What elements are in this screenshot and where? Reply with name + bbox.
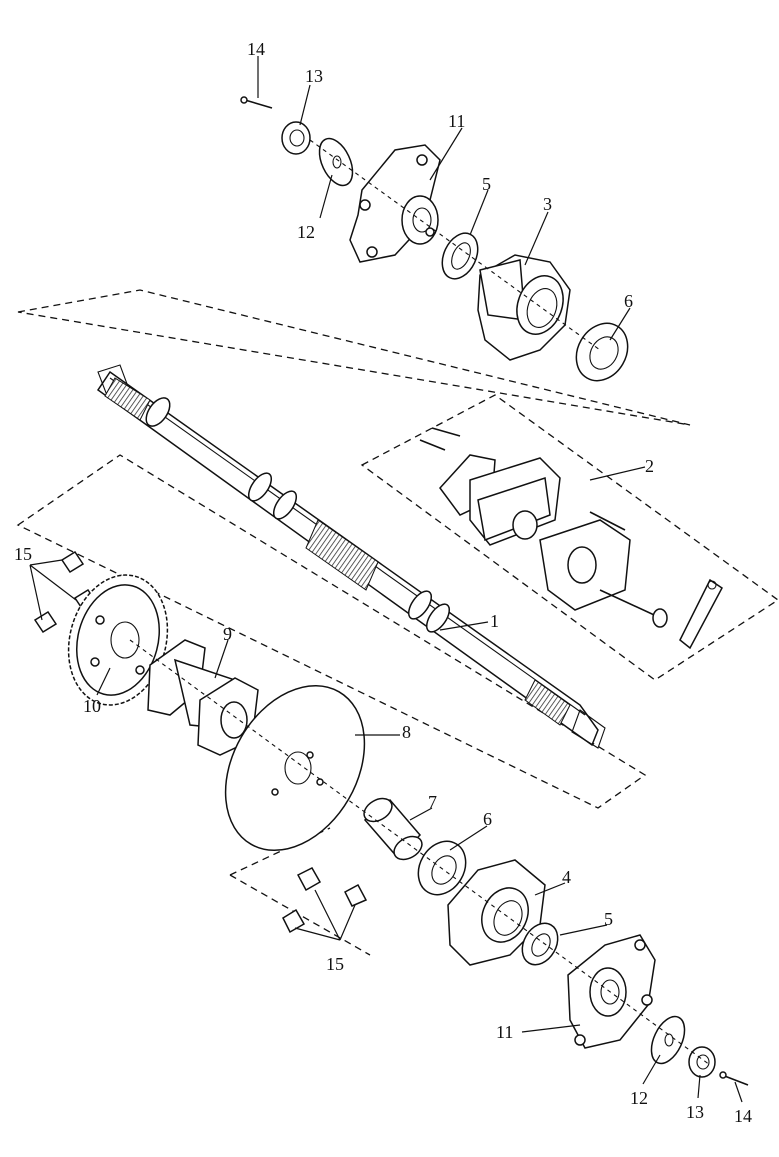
- washer-lower: [650, 1015, 686, 1065]
- oil-seal-top: [441, 232, 479, 280]
- callout-7: 7: [428, 792, 437, 812]
- wheel-hub-top: [349, 144, 441, 263]
- callout-11-lower: 11: [496, 1022, 513, 1042]
- axle-shaft: [96, 364, 606, 749]
- callout-4: 4: [562, 867, 571, 887]
- brake-disc: [224, 684, 366, 852]
- callout-8: 8: [402, 722, 411, 742]
- wheel-hub-lower: [567, 934, 656, 1049]
- callout-12-lower: 12: [630, 1088, 648, 1108]
- callout-5-top: 5: [482, 174, 491, 194]
- callout-2: 2: [645, 456, 654, 476]
- spacer-sleeve: [363, 797, 423, 861]
- bearing-top: [575, 322, 629, 382]
- callout-11-top: 11: [448, 111, 465, 131]
- leader-lines: [29, 56, 743, 1103]
- cotter-pin-top: [240, 96, 273, 109]
- castle-nut-top: [281, 121, 311, 155]
- callout-14-top: 14: [247, 39, 265, 59]
- bearing-housing-top: [477, 254, 571, 361]
- cotter-pin-lower: [719, 1071, 749, 1086]
- callout-6-top: 6: [624, 291, 633, 311]
- callout-1: 1: [490, 611, 499, 631]
- castle-nut-lower: [688, 1046, 716, 1078]
- brake-caliper-assembly: [419, 427, 723, 650]
- callout-15-left: 15: [14, 544, 32, 564]
- callout-15-lower: 15: [326, 954, 344, 974]
- bearing-housing-lower: [447, 859, 546, 966]
- washer-top: [318, 137, 354, 187]
- callout-12-top: 12: [297, 222, 315, 242]
- callout-3: 3: [543, 194, 552, 214]
- callout-13-top: 13: [305, 66, 323, 86]
- callout-5-lower: 5: [604, 909, 613, 929]
- callout-10: 10: [83, 696, 101, 716]
- callout-14-lower: 14: [734, 1106, 752, 1126]
- drive-sprocket: [67, 574, 169, 706]
- callout-labels: 14 13 11 12 5 3 6 2 1 15 9 10 8 7 6 4 5 …: [14, 39, 752, 1126]
- callout-9: 9: [223, 624, 232, 644]
- dashed-boundaries: [16, 289, 779, 956]
- callout-13-lower: 13: [686, 1102, 704, 1122]
- callout-6-lower: 6: [483, 809, 492, 829]
- disc-bolts: [282, 867, 368, 934]
